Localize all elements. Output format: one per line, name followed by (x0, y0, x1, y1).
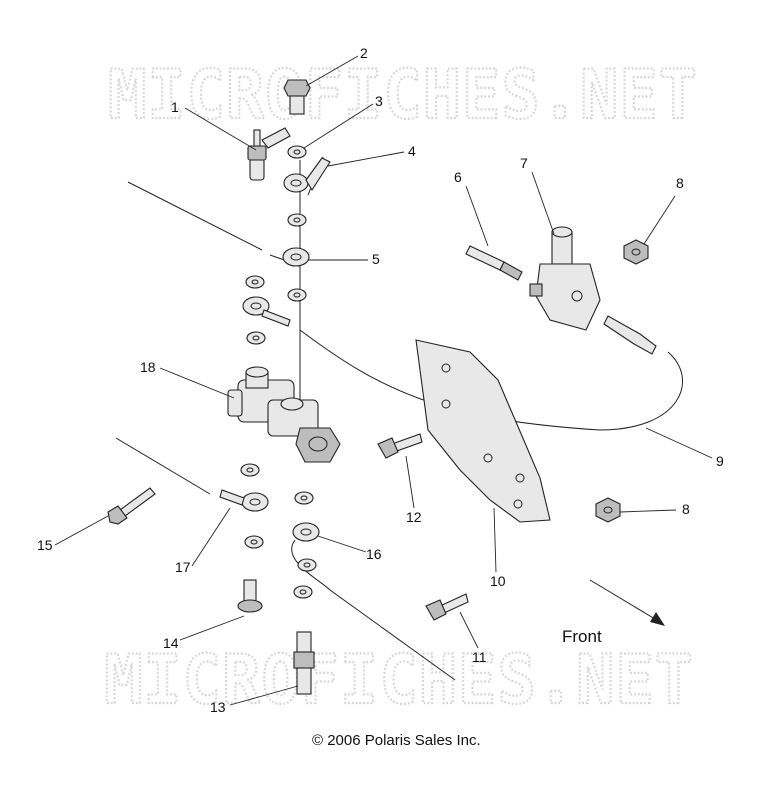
part-8-nut-lower (595, 497, 621, 523)
callout-5: 5 (372, 251, 380, 267)
callout-1: 1 (171, 99, 179, 115)
callout-10: 10 (490, 573, 506, 589)
front-arrow (589, 579, 665, 626)
washers (240, 145, 317, 599)
callout-14: 14 (163, 635, 179, 651)
part-15-bolt (107, 487, 156, 525)
part-18-valve (227, 366, 341, 463)
banjo-fittings (219, 157, 331, 542)
watermark-top: MICROFICHES.NET (108, 56, 698, 135)
part-6-fitting (465, 245, 523, 281)
part-7-valve (529, 226, 601, 331)
brake-lines (115, 156, 684, 681)
copyright: © 2006 Polaris Sales Inc. (312, 732, 481, 749)
callout-8a: 8 (676, 175, 684, 191)
callout-12: 12 (406, 509, 422, 525)
callout-6: 6 (454, 169, 462, 185)
part-13-stud (293, 631, 315, 695)
callout-3: 3 (375, 93, 383, 109)
callout-numbers: 1 2 3 4 5 6 7 8 8 9 10 11 12 13 14 15 16… (37, 45, 724, 715)
callout-7: 7 (520, 155, 528, 171)
callout-9: 9 (716, 453, 724, 469)
watermark-bottom: MICROFICHES.NET (104, 641, 694, 720)
part-14-bolt (237, 579, 263, 613)
callout-4: 4 (408, 143, 416, 159)
part-9-fitting (603, 315, 657, 355)
part-2-banjo-bolt (283, 79, 311, 115)
part-11-bolt (425, 593, 469, 621)
callout-16: 16 (366, 546, 382, 562)
part-12-bolt (377, 433, 423, 459)
part-10-bracket (415, 339, 551, 523)
callout-18: 18 (140, 359, 156, 375)
callout-11: 11 (472, 649, 487, 665)
part-8-nut-upper (623, 239, 649, 265)
part-1-switch (247, 127, 291, 181)
callout-8b: 8 (682, 501, 690, 517)
callout-17: 17 (175, 559, 191, 575)
callout-2: 2 (360, 45, 368, 61)
leader-lines (54, 55, 713, 706)
callout-15: 15 (37, 537, 53, 553)
front-label: Front (562, 627, 602, 646)
callout-13: 13 (210, 699, 226, 715)
